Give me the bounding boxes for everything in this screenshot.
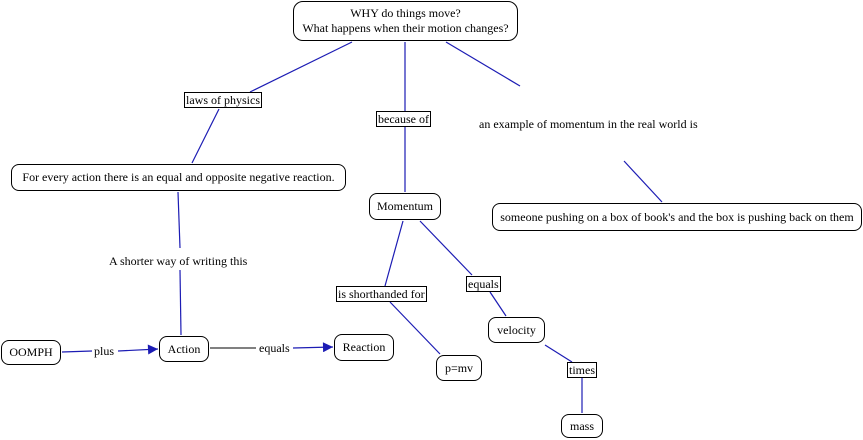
mass-text: mass (570, 418, 594, 433)
edge-momentum-to-equals (419, 220, 473, 276)
link-label-plus: plus (93, 344, 116, 358)
link-label-laws-of-physics: laws of physics (184, 92, 262, 108)
link-label-example-of-momentum: an example of momentum in the real world… (478, 117, 699, 131)
edge-for-every-to-shorter (177, 191, 181, 249)
for-every-action-text: For every action there is an equal and o… (22, 170, 335, 184)
example-box-node[interactable]: someone pushing on a box of book's and t… (492, 203, 862, 231)
momentum-text: Momentum (377, 199, 433, 213)
link-label-equals-reaction: equals (258, 341, 291, 355)
edge-shorthand-to-pmv (389, 301, 441, 355)
root-question-line-2: What happens when their motion changes? (302, 21, 509, 35)
edge-laws-to-for-every (191, 108, 220, 164)
edge-shorter-to-action (179, 269, 182, 336)
link-label-because-of: because of (376, 111, 431, 127)
edge-velocity-to-times (544, 344, 573, 363)
example-box-text: someone pushing on a box of book's and t… (500, 209, 854, 224)
pmv-node[interactable]: p=mv (436, 355, 482, 381)
edge-plus-to-action (117, 344, 159, 355)
reaction-node[interactable]: Reaction (334, 334, 394, 361)
edge-oomph-to-plus (61, 350, 93, 353)
mass-node[interactable]: mass (561, 414, 603, 438)
edge-momentum-to-shorthand (384, 220, 404, 287)
oomph-node[interactable]: OOMPH (1, 340, 61, 365)
action-node[interactable]: Action (159, 336, 209, 362)
pmv-text: p=mv (444, 360, 474, 375)
root-question-line-1: WHY do things move? (350, 6, 461, 20)
velocity-node[interactable]: velocity (488, 317, 545, 343)
edge-root-to-example (445, 41, 521, 87)
for-every-action-node[interactable]: For every action there is an equal and o… (11, 164, 346, 191)
action-text: Action (167, 341, 201, 356)
link-label-shorter-way: A shorter way of writing this (108, 254, 249, 268)
edge-equals-to-velocity (489, 291, 507, 317)
velocity-text: velocity (497, 322, 536, 337)
link-label-times: times (567, 362, 597, 378)
link-label-is-shorthanded-for: is shorthanded for (336, 286, 427, 302)
edge-root-to-laws (249, 41, 353, 93)
edge-example-to-box (623, 160, 663, 203)
edge-equals-to-reaction (292, 342, 334, 353)
reaction-text: Reaction (342, 340, 386, 354)
momentum-node[interactable]: Momentum (369, 193, 441, 220)
root-question-node[interactable]: WHY do things move? What happens when th… (293, 1, 518, 41)
link-label-equals-velocity: equals (466, 276, 501, 292)
oomph-text: OOMPH (9, 345, 53, 359)
